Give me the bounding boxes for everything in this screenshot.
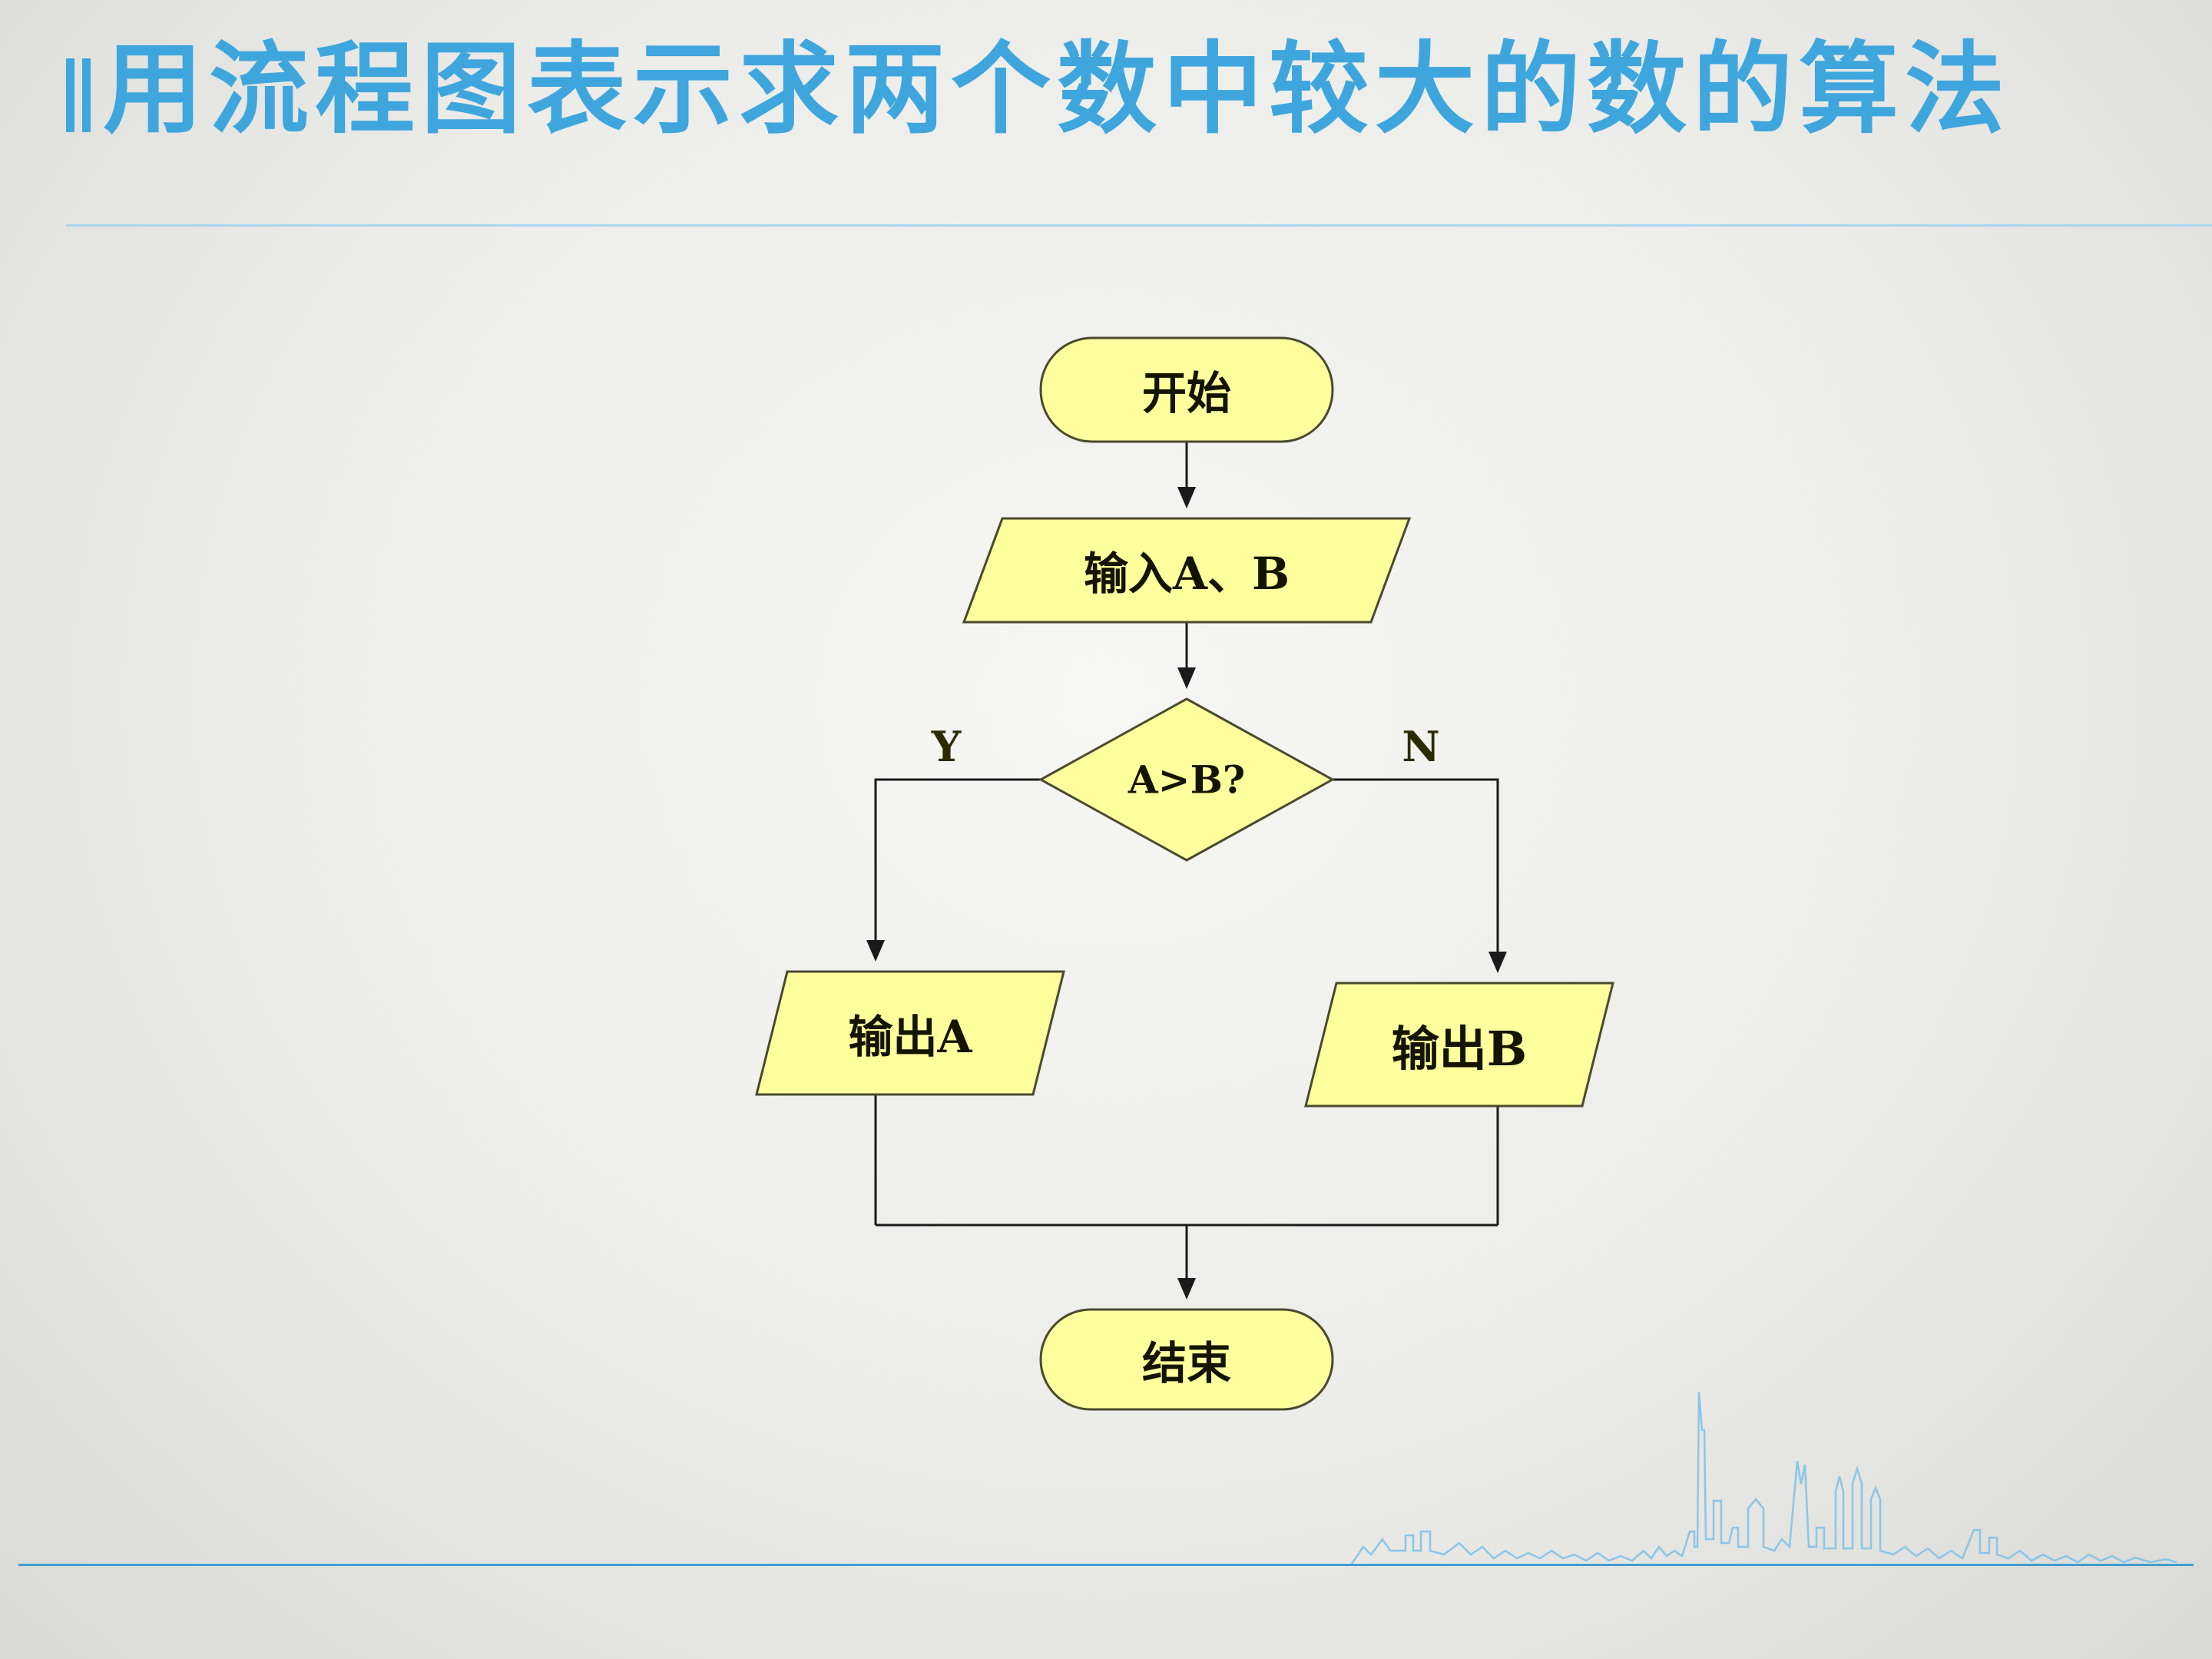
page-title: 用流程图表示求两个数中较大的数的算法 — [103, 33, 2012, 145]
decision-node-label: A>B? — [1128, 757, 1246, 803]
bottom-accent-line — [18, 1564, 2194, 1566]
start-node-shape — [1039, 336, 1334, 443]
edge-decision-yes-to-output-a — [866, 778, 1041, 962]
input-node-label: 输入A、B — [1083, 548, 1290, 600]
output-a-node-shape — [755, 970, 1065, 1096]
title-row: 用流程图表示求两个数中较大的数的算法 — [66, 37, 2011, 142]
branch-no-label: N — [1402, 722, 1440, 771]
end-node-label: 结束 — [1141, 1337, 1232, 1389]
start-node-label: 开始 — [1141, 367, 1232, 419]
branch-yes-label: Y — [931, 722, 962, 771]
end-node-shape — [1039, 1308, 1334, 1411]
output-b-node-label: 输出B — [1391, 1021, 1528, 1077]
title-accent-bars-icon — [66, 58, 91, 132]
skyline-decoration — [1350, 1391, 2177, 1565]
decision-node-shape — [1038, 697, 1336, 862]
input-node-shape — [962, 517, 1412, 624]
edge-decision-no-to-output-b — [1333, 778, 1507, 973]
output-b-node-shape — [1304, 982, 1614, 1108]
title-underline — [66, 224, 2212, 227]
output-a-node-label: 输出A — [848, 1011, 972, 1063]
